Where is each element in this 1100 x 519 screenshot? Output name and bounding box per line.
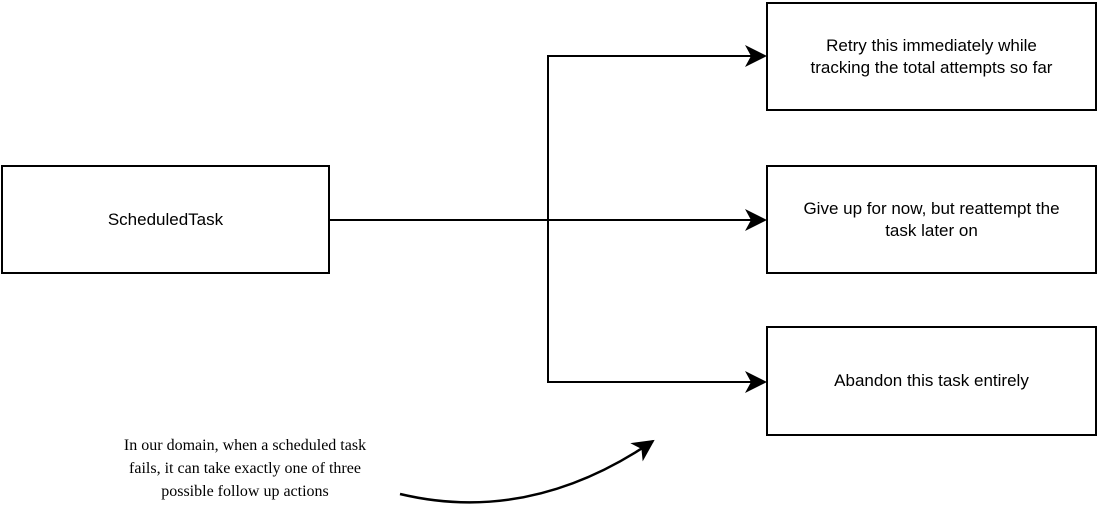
scheduled-task-label: ScheduledTask	[107, 209, 224, 229]
annotation-line-2: fails, it can take exactly one of three	[129, 460, 361, 477]
scheduled-task-node[interactable]: ScheduledTask	[1, 165, 330, 274]
outcome-reattempt-later-node[interactable]: Give up for now, but reattempt the task …	[766, 165, 1097, 274]
outcome-retry-label: Retry this immediately while tracking th…	[810, 35, 1053, 77]
outcome-abandon-label: Abandon this task entirely	[834, 371, 1029, 390]
annotation-line-3: possible follow up actions	[161, 483, 329, 500]
outcome-retry-node[interactable]: Retry this immediately while tracking th…	[766, 2, 1097, 111]
annotation-note: In our domain, when a scheduled task fai…	[80, 434, 410, 503]
annotation-line-1: In our domain, when a scheduled task	[123, 437, 367, 454]
outcome-reattempt-later-label: Give up for now, but reattempt the task …	[803, 198, 1060, 240]
annotation-curved-arrow	[399, 439, 655, 504]
outcome-abandon-node[interactable]: Abandon this task entirely	[766, 326, 1097, 436]
